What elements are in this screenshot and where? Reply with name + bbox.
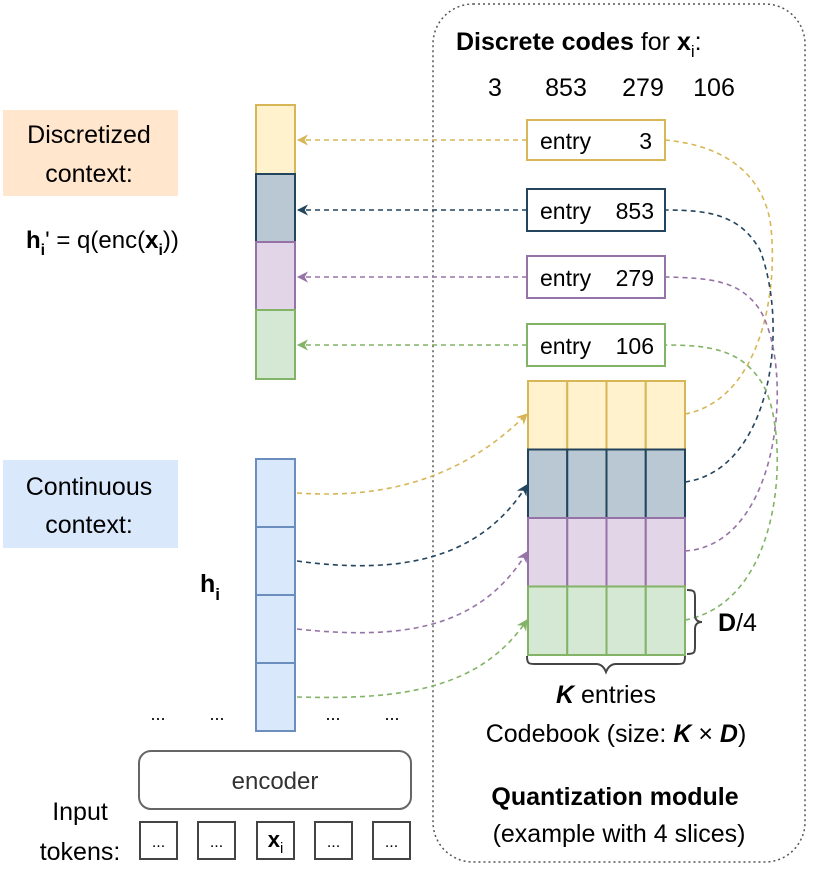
continuous-slice-3 <box>255 594 296 664</box>
discretized-slice-2 <box>255 173 296 243</box>
arrow-continuous-3-to-codebook <box>296 551 528 634</box>
ellipsis-2: ... <box>209 704 224 724</box>
encoder-label: encoder <box>232 768 319 795</box>
discretized-label-line2: context: <box>45 160 133 188</box>
curve-codebook-row-4-to-entry <box>664 344 778 621</box>
codebook-cell-r2-c4 <box>644 448 686 519</box>
input-token-label-5: ... <box>385 834 398 851</box>
discretized-label-bg <box>3 110 178 196</box>
discretized-slice-3 <box>255 241 296 311</box>
discretized-label-line1: Discretized <box>27 121 151 149</box>
arrow-continuous-1-to-codebook <box>296 413 528 495</box>
input-tokens-label-line2: tokens: <box>40 838 121 866</box>
curve-codebook-row-3-to-entry <box>664 276 779 552</box>
input-token-box-3 <box>256 821 295 860</box>
codebook-cell-r3-c1 <box>527 517 569 588</box>
codebook-cell-r1-c4 <box>644 380 686 451</box>
codebook-cell-r3-c3 <box>605 517 647 588</box>
encoder-box <box>138 750 412 810</box>
continuous-context-vector <box>255 458 296 732</box>
formula: hi' = q(enc(xi)) <box>26 227 179 259</box>
discrete-codes-title: Discrete codes for xi: <box>456 28 702 61</box>
input-token-label-4: ... <box>327 834 340 851</box>
input-token-label-1: ... <box>152 834 165 851</box>
entry-label-1: entry <box>540 128 592 154</box>
entry-number-3: 279 <box>616 265 654 291</box>
codebook-cell-r4-c3 <box>605 585 647 656</box>
codebook-cell-r1-c2 <box>566 380 608 451</box>
d4-brace <box>686 589 703 655</box>
k-entries-label: K entries <box>556 681 656 709</box>
codebook-cell-r4-c4 <box>644 585 686 656</box>
continuous-label-line2: context: <box>45 511 133 539</box>
entry-label-4: entry <box>540 333 592 359</box>
code-value-4: 106 <box>693 74 735 102</box>
codebook-cell-r2-c2 <box>566 448 608 519</box>
entry-number-1: 3 <box>639 128 652 154</box>
module-subtitle: (example with 4 slices) <box>493 820 746 848</box>
codebook-grid <box>527 380 686 656</box>
code-value-2: 853 <box>545 74 587 102</box>
input-token-box-5 <box>372 821 411 860</box>
arrow-continuous-4-to-codebook <box>296 619 528 699</box>
discretized-context-vector <box>255 104 296 380</box>
code-value-1: 3 <box>488 74 502 102</box>
input-token-box-4 <box>314 821 353 860</box>
entry-label-2: entry <box>540 198 592 224</box>
continuous-label-line1: Continuous <box>26 473 152 501</box>
d4-label: D/4 <box>718 609 757 637</box>
codebook-cell-r2-c1 <box>527 448 569 519</box>
continuous-slice-1 <box>255 458 296 528</box>
codebook-cell-r3-c4 <box>644 517 686 588</box>
discretized-slice-1 <box>255 104 296 175</box>
code-value-3: 279 <box>622 74 664 102</box>
input-tokens: ...... xi...... <box>139 821 411 860</box>
input-token-label-2: ... <box>210 834 223 851</box>
input-token-box-2 <box>197 821 236 860</box>
h-i-label: hi <box>200 570 220 604</box>
input-token-box-1 <box>139 821 178 860</box>
codebook-cell-r3-c2 <box>566 517 608 588</box>
entry-label-3: entry <box>540 265 592 291</box>
k-brace <box>526 655 686 675</box>
input-token-label-3: xi <box>268 827 284 857</box>
input-tokens-label-line1: Input <box>52 798 108 826</box>
curve-codebook-row-1-to-entry <box>664 139 774 415</box>
codebook-cell-r4-c2 <box>566 585 608 656</box>
continuous-slice-2 <box>255 526 296 596</box>
codebook-cell-r1-c3 <box>605 380 647 451</box>
arrow-continuous-2-to-codebook <box>296 484 528 567</box>
discretized-slice-4 <box>255 309 296 380</box>
entry-number-2: 853 <box>616 198 654 224</box>
ellipsis-3: ... <box>325 704 340 724</box>
curve-codebook-row-2-to-entry <box>664 209 774 483</box>
ellipsis-4: ... <box>384 704 399 724</box>
continuous-label-bg <box>3 460 178 548</box>
codebook-size-label: Codebook (size: K × D) <box>486 720 747 748</box>
codebook-cell-r1-c1 <box>527 380 569 451</box>
ellipsis-1: ... <box>150 704 165 724</box>
codebook-cell-r4-c1 <box>527 585 569 656</box>
codebook-cell-r2-c3 <box>605 448 647 519</box>
module-title: Quantization module <box>491 783 738 811</box>
continuous-slice-4 <box>255 662 296 732</box>
entry-number-4: 106 <box>616 333 654 359</box>
quantization-module-frame <box>432 3 806 863</box>
